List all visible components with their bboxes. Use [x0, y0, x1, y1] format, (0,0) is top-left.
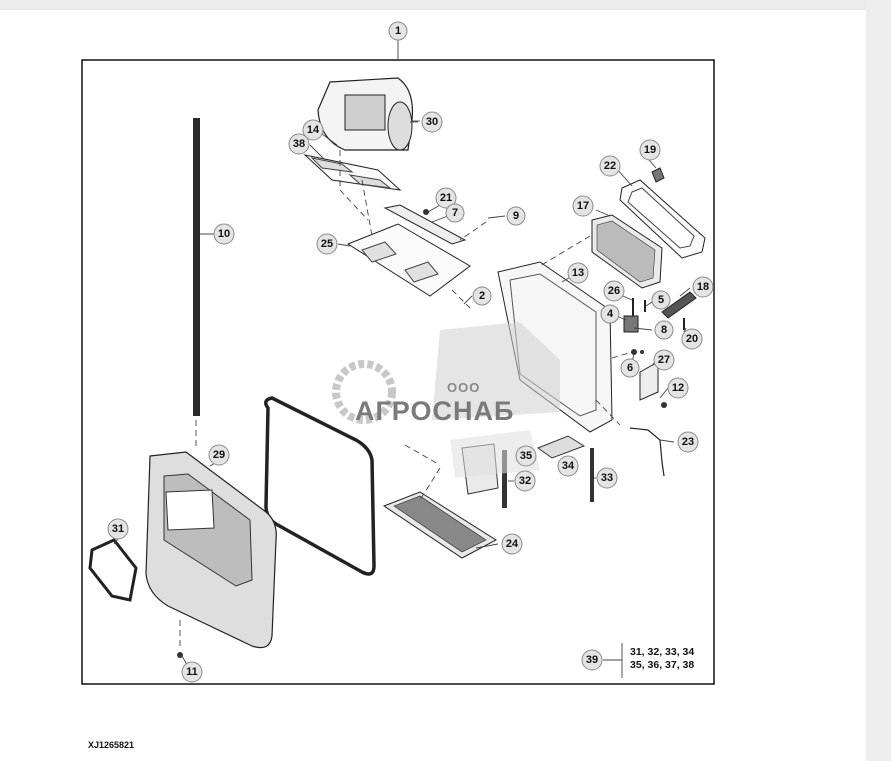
- part-17-filter: [591, 214, 663, 289]
- callout-17: 17: [572, 195, 594, 217]
- part-30-blower: [317, 77, 420, 151]
- kit-contents: 31, 32, 33, 34 35, 36, 37, 38: [630, 646, 720, 672]
- callout-35: 35: [515, 445, 537, 467]
- svg-text:34: 34: [562, 460, 575, 472]
- part-18-lever: [661, 291, 697, 319]
- part-24-tray: [382, 491, 497, 559]
- callout-22: 22: [599, 155, 621, 177]
- callout-18: 18: [692, 276, 714, 298]
- svg-text:33: 33: [601, 472, 613, 484]
- diagram-page: [0, 10, 866, 761]
- top-bar: [0, 0, 891, 10]
- callout-25: 25: [316, 233, 338, 255]
- svg-text:23: 23: [682, 436, 694, 448]
- callout-32: 32: [514, 470, 536, 492]
- part-25-plate: [346, 223, 471, 297]
- callout-13: 13: [567, 262, 589, 284]
- svg-text:20: 20: [686, 333, 698, 345]
- callout-39: 39: [581, 649, 603, 671]
- svg-text:21: 21: [440, 192, 452, 204]
- svg-text:1: 1: [395, 25, 401, 37]
- callout-29: 29: [208, 444, 230, 466]
- svg-text:24: 24: [506, 538, 519, 550]
- part-31-gasket: [88, 538, 138, 602]
- svg-text:7: 7: [452, 207, 458, 219]
- svg-text:9: 9: [513, 210, 519, 222]
- svg-text:14: 14: [307, 124, 320, 136]
- part-19-clip: [651, 167, 665, 183]
- callout-10: 10: [213, 223, 235, 245]
- callout-6: 6: [620, 358, 640, 378]
- callout-31: 31: [107, 518, 129, 540]
- svg-text:2: 2: [479, 290, 485, 302]
- watermark-logo: [332, 322, 560, 478]
- svg-text:8: 8: [661, 324, 667, 336]
- svg-text:30: 30: [426, 116, 438, 128]
- svg-text:26: 26: [608, 285, 620, 297]
- svg-text:5: 5: [658, 294, 664, 306]
- callout-1: 1: [388, 21, 408, 41]
- callout-2: 2: [472, 286, 492, 306]
- small-hardware: [623, 298, 685, 408]
- part-23-hose: [629, 427, 665, 477]
- kit-line-2: 35, 36, 37, 38: [630, 659, 695, 671]
- svg-text:39: 39: [586, 654, 598, 666]
- assembly-lines: [179, 150, 633, 650]
- part-29-cover: [145, 451, 277, 649]
- callout-27: 27: [653, 349, 675, 371]
- callout-23: 23: [677, 431, 699, 453]
- figure-id: XJ1265821: [88, 740, 135, 750]
- svg-text:22: 22: [604, 160, 616, 172]
- svg-text:10: 10: [218, 228, 230, 240]
- callout-5: 5: [651, 290, 671, 310]
- part-7-bracket: [383, 204, 467, 245]
- part-34-pad: [536, 435, 586, 459]
- callout-24: 24: [501, 533, 523, 555]
- svg-text:6: 6: [627, 362, 633, 374]
- svg-text:11: 11: [186, 666, 198, 678]
- part-38-gasket: [303, 154, 402, 191]
- callout-14: 14: [302, 119, 324, 141]
- callout-8: 8: [654, 320, 674, 340]
- svg-text:32: 32: [519, 475, 531, 487]
- svg-text:27: 27: [658, 354, 670, 366]
- kit-line-1: 31, 32, 33, 34: [630, 646, 695, 658]
- svg-text:35: 35: [520, 450, 532, 462]
- svg-text:13: 13: [572, 267, 584, 279]
- svg-text:18: 18: [697, 281, 709, 293]
- callout-19: 19: [639, 139, 661, 161]
- callout-11: 11: [181, 661, 203, 683]
- svg-text:19: 19: [644, 144, 656, 156]
- side-scroll-area: [866, 0, 891, 761]
- watermark-prefix: ООО: [447, 380, 481, 395]
- svg-text:29: 29: [213, 449, 225, 461]
- svg-text:31: 31: [112, 523, 124, 535]
- part-22-filter-frame: [619, 179, 706, 259]
- svg-text:4: 4: [607, 308, 614, 320]
- part-11-screw: [177, 652, 183, 658]
- callout-21: 21: [435, 187, 457, 209]
- watermark-name: АГРОСНАБ: [355, 396, 515, 426]
- callout-12: 12: [667, 377, 689, 399]
- svg-text:12: 12: [672, 382, 684, 394]
- callout-26: 26: [603, 280, 625, 302]
- callout-38: 38: [288, 133, 310, 155]
- callout-4: 4: [600, 304, 620, 324]
- callout-30: 30: [421, 111, 443, 133]
- part-10-seal-strip: [193, 118, 214, 416]
- callout-9: 9: [506, 206, 526, 226]
- svg-text:38: 38: [293, 138, 305, 150]
- svg-text:25: 25: [321, 238, 333, 250]
- svg-text:17: 17: [577, 200, 589, 212]
- callout-7: 7: [445, 203, 465, 223]
- callout-33: 33: [596, 467, 618, 489]
- callout-34: 34: [557, 455, 579, 477]
- callout-20: 20: [681, 328, 703, 350]
